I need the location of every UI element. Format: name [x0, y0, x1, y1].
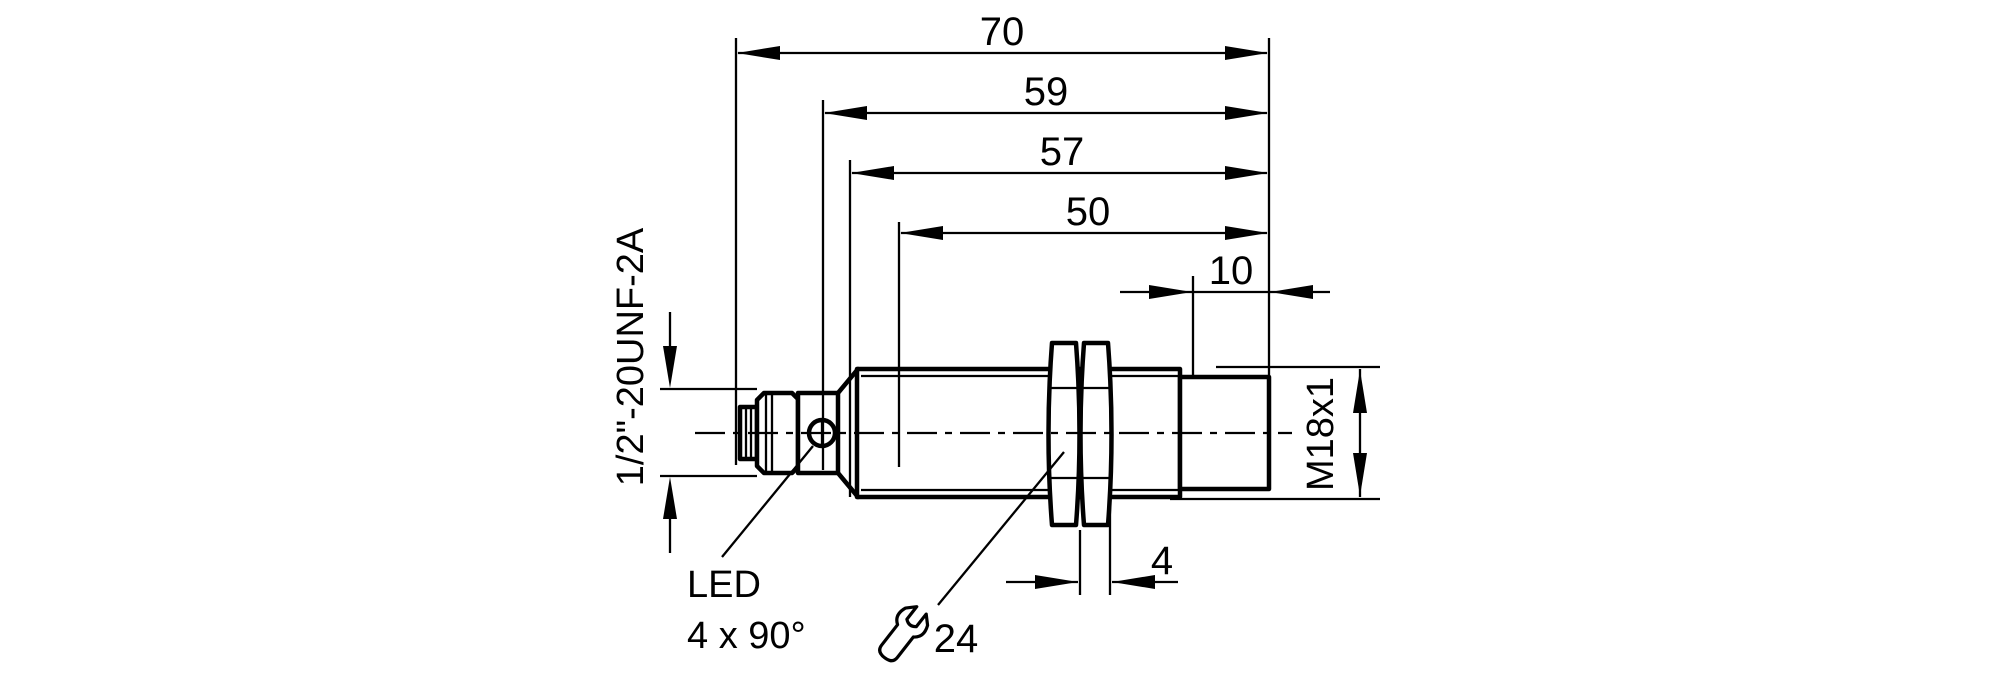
arrowhead: [1353, 453, 1367, 496]
arrowhead: [1112, 575, 1155, 589]
extension-lines: [660, 38, 1380, 595]
wrench-icon: [878, 605, 930, 663]
led-leader-line: [721, 445, 814, 558]
arrowhead: [1225, 166, 1268, 180]
cone-edge: [835, 366, 861, 396]
front-thread-label: M18x1: [1300, 377, 1342, 491]
text-labels: 70 59 57 50 10 4 24 M18x1 1/2"-20UNF-2A …: [610, 10, 1342, 661]
dim-10-label: 10: [1209, 249, 1254, 293]
arrowhead: [1225, 46, 1268, 60]
arrowhead: [824, 106, 867, 120]
connector-thread-label: 1/2"-20UNF-2A: [610, 227, 652, 486]
dim-50-label: 50: [1066, 190, 1111, 234]
arrowhead: [1225, 226, 1268, 240]
dim-4-label: 4: [1151, 539, 1173, 583]
dim-57-label: 57: [1040, 130, 1085, 174]
led-angle-label: 4 x 90°: [687, 615, 806, 657]
arrowhead: [663, 346, 677, 388]
arrowhead: [1035, 575, 1078, 589]
arrowhead: [900, 226, 943, 240]
wrench-size-label: 24: [934, 617, 979, 661]
dim-59-label: 59: [1024, 70, 1069, 114]
cone-edge: [835, 470, 861, 500]
arrowhead: [1225, 106, 1268, 120]
dim-70-label: 70: [980, 10, 1025, 54]
arrowhead: [1270, 285, 1313, 299]
arrowhead: [737, 46, 780, 60]
arrowhead: [1353, 370, 1367, 413]
wrench-leader-line: [937, 451, 1065, 606]
arrowhead: [663, 477, 677, 519]
wrench-shape: [878, 605, 930, 663]
leader-lines: [721, 445, 1065, 606]
arrowhead: [1149, 285, 1192, 299]
arrowhead: [851, 166, 894, 180]
led-label: LED: [687, 564, 761, 606]
dimension-lines: [663, 46, 1367, 589]
